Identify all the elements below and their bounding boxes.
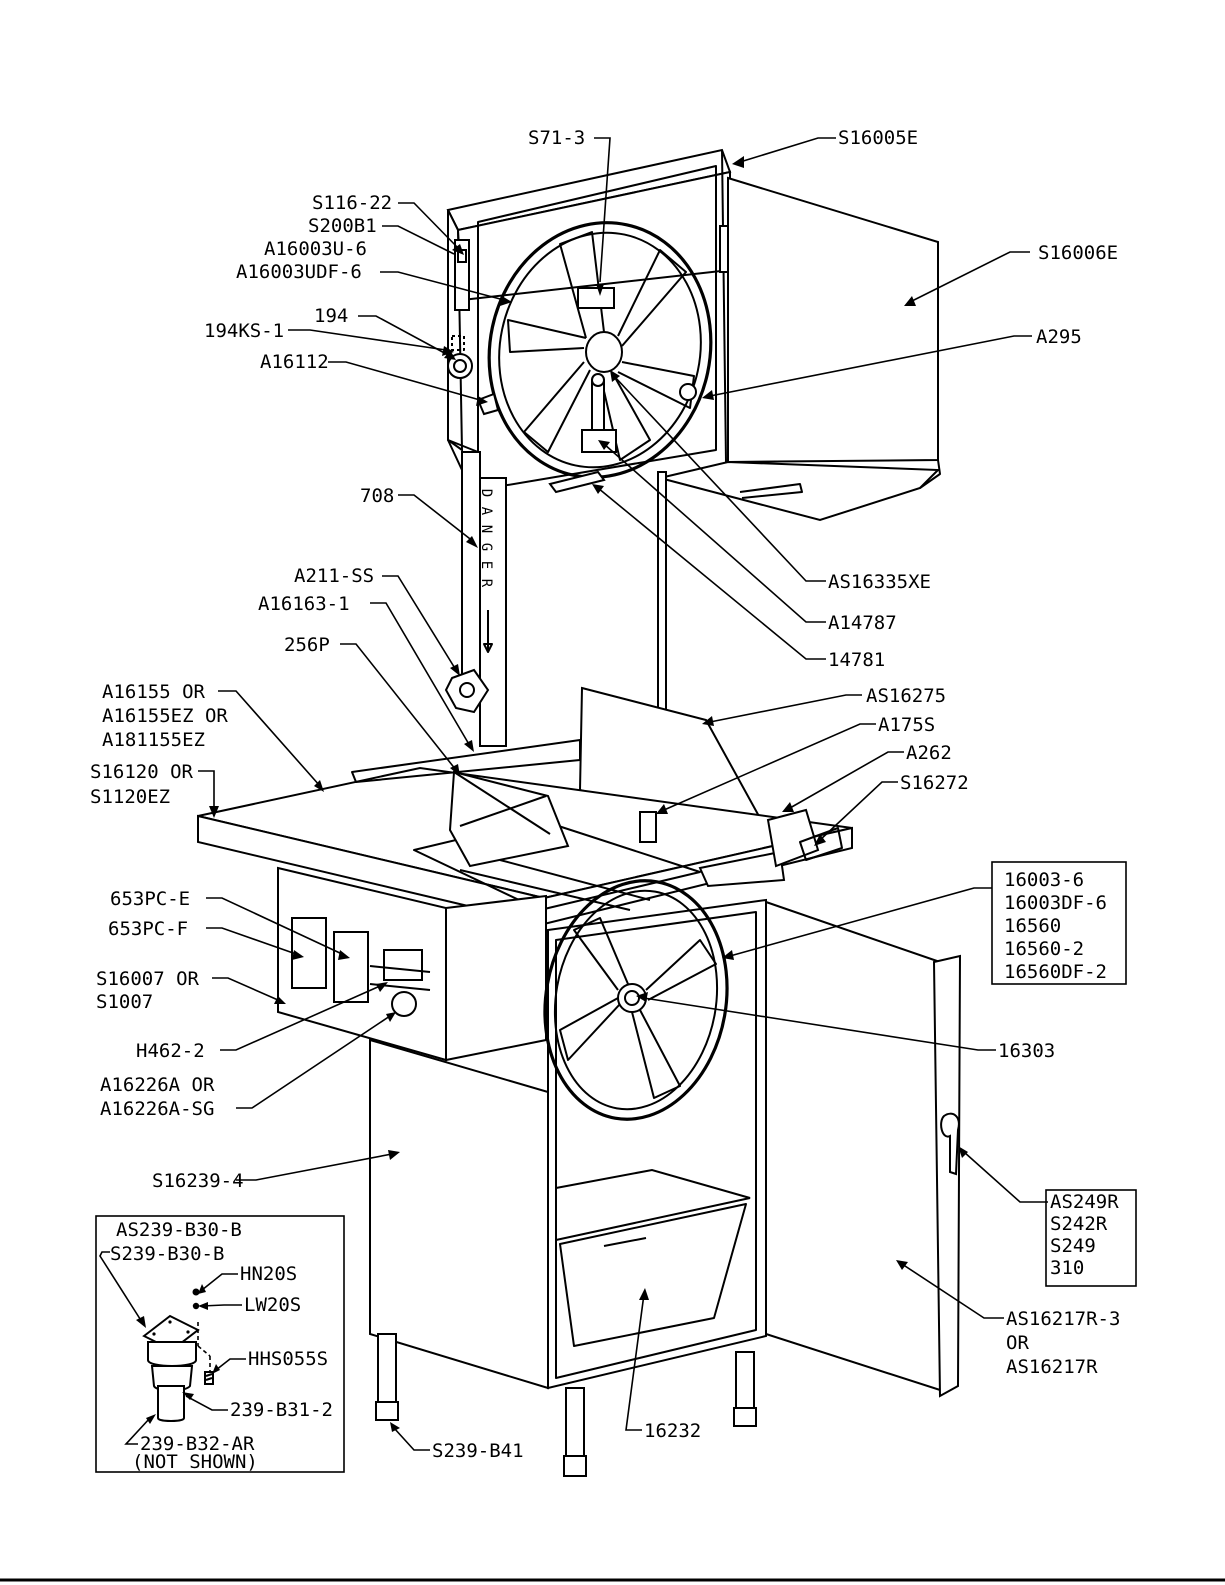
- label-256p: 256P: [284, 634, 330, 656]
- upper-door: [659, 176, 941, 522]
- label-as16275: AS16275: [866, 685, 946, 707]
- label-as16335xe: AS16335XE: [828, 571, 931, 593]
- wheel-box-item: 16560: [1004, 915, 1061, 937]
- label-s16272: S16272: [900, 772, 969, 794]
- label-194: 194: [314, 305, 348, 327]
- label-a16155ez-or: A16155EZ OR: [102, 705, 228, 727]
- cabinet-base: [369, 879, 767, 1390]
- label-a211-ss: A211-SS: [294, 565, 374, 587]
- label-653pc-f: 653PC-F: [108, 918, 188, 940]
- blade-guide-column: D A N G E R: [444, 451, 667, 747]
- danger-letter: R: [478, 579, 494, 588]
- handle-box-item: S242R: [1050, 1213, 1108, 1235]
- label-a295: A295: [1036, 326, 1082, 348]
- label-as16217r-3: AS16217R-3: [1006, 1308, 1120, 1330]
- door-handle-parts-box: AS249R S242R S249 310: [1045, 1189, 1137, 1287]
- inset-label-239-b31-2: 239-B31-2: [230, 1399, 333, 1421]
- inset-label-not-shown: (NOT SHOWN): [132, 1451, 258, 1473]
- meat-pusher: [448, 770, 657, 868]
- handle-box-item: S249: [1050, 1235, 1096, 1257]
- label-s200b1: S200B1: [308, 215, 377, 237]
- inset-title: AS239-B30-B: [116, 1219, 242, 1241]
- inset-label-lw20s: LW20S: [244, 1294, 301, 1316]
- danger-letter: A: [478, 507, 494, 516]
- label-s239-b41: S239-B41: [432, 1440, 524, 1462]
- upper-wheel: [487, 221, 713, 494]
- label-a14787: A14787: [828, 612, 897, 634]
- label-s116-22: S116-22: [312, 192, 392, 214]
- label-a16112: A16112: [260, 351, 329, 373]
- lower-door: [765, 900, 962, 1398]
- label-a181155ez-text: A181155EZ: [102, 729, 205, 751]
- handle-box-item: 310: [1050, 1257, 1084, 1279]
- wheel-box-item: 16560DF-2: [1004, 961, 1107, 983]
- label-s1120ez: S1120EZ: [90, 786, 170, 808]
- inset-label-s239-b30-b: S239-B30-B: [110, 1243, 224, 1265]
- label-a16003u-6: A16003U-6: [264, 238, 367, 260]
- handle-box-item: AS249R: [1050, 1191, 1119, 1213]
- wheel-parts-box: 16003-6 16003DF-6 16560 16560-2 16560DF-…: [991, 861, 1127, 985]
- label-s16006e: S16006E: [1038, 242, 1118, 264]
- danger-letter: E: [478, 561, 494, 569]
- leader-lines: [198, 137, 1048, 1451]
- cabinet-legs: [375, 1333, 757, 1477]
- wheel-box-item: 16003DF-6: [1004, 892, 1107, 914]
- band-saw-drawing: D A N G E R: [197, 148, 962, 1477]
- label-14781: 14781: [828, 649, 885, 671]
- leg-foot-drawing: [142, 1288, 214, 1422]
- label-a16163-1: A16163-1: [258, 593, 350, 615]
- wheel-box-item: 16003-6: [1004, 869, 1084, 891]
- danger-letter: G: [478, 543, 494, 551]
- label-s16007-or: S16007 OR: [96, 968, 200, 990]
- label-a262: A262: [906, 742, 952, 764]
- label-a16155-or: A16155 OR: [102, 681, 206, 703]
- inset-label-hhs055s: HHS055S: [248, 1348, 328, 1370]
- inset-label-hn20s: HN20S: [240, 1263, 297, 1285]
- label-s16239-4: S16239-4: [152, 1170, 244, 1192]
- label-as16217r-or: OR: [1006, 1332, 1029, 1354]
- upper-head-housing: [446, 148, 732, 491]
- label-as16217r: AS16217R: [1006, 1356, 1098, 1378]
- label-653pc-e: 653PC-E: [110, 888, 190, 910]
- label-708: 708: [360, 485, 394, 507]
- label-s16120-or: S16120 OR: [90, 761, 194, 783]
- label-s71-3: S71-3: [528, 127, 585, 149]
- callout-labels: S71-3 S16005E S116-22 S200B1 A16003U-6 A…: [90, 127, 1120, 1462]
- wheel-box-item: 16560-2: [1004, 938, 1084, 960]
- label-s1007: S1007: [96, 991, 153, 1013]
- label-a16226a-sg: A16226A-SG: [100, 1098, 214, 1120]
- danger-letter: D: [478, 489, 494, 497]
- leg-assembly-inset: AS239-B30-B S239-B30-B HN20S LW20S HHS05…: [95, 1215, 345, 1473]
- label-h462-2: H462-2: [136, 1040, 205, 1062]
- label-194ks-1: 194KS-1: [204, 320, 284, 342]
- label-s16005e: S16005E: [838, 127, 918, 149]
- danger-letter: N: [478, 525, 494, 533]
- label-a175s: A175S: [878, 714, 935, 736]
- danger-label: D A N G E R: [478, 489, 494, 588]
- label-16232: 16232: [644, 1420, 701, 1442]
- label-a16003udf-6: A16003UDF-6: [236, 261, 362, 283]
- label-a16226a-or: A16226A OR: [100, 1074, 215, 1096]
- label-16303: 16303: [998, 1040, 1055, 1062]
- inset-label-239-b32-ar: 239-B32-AR: [140, 1433, 255, 1455]
